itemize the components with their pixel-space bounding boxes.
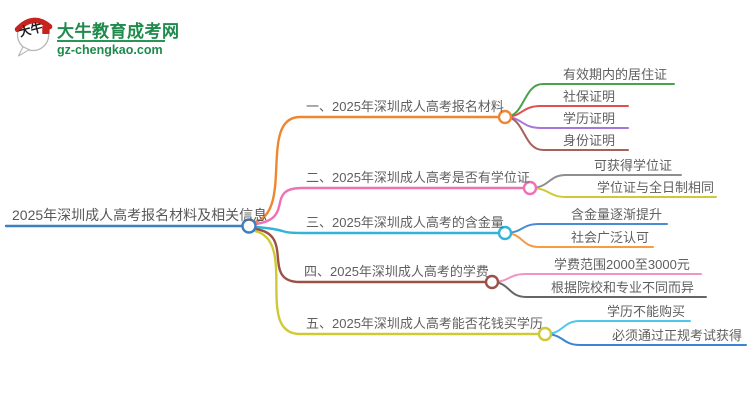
branch-1-node-circle — [497, 109, 513, 125]
branch-3-node-circle — [497, 225, 513, 241]
branch-1-sub-1: 有效期内的居住证 — [563, 67, 668, 82]
branch-4-node-circle — [484, 274, 500, 290]
branch-5-sub-1: 学历不能购买 — [607, 304, 686, 319]
branch-5-node-circle — [537, 326, 553, 342]
site-logo: 大牛 大牛教育成考网 gz-chengkao.com — [10, 8, 230, 64]
logo-title: 大牛教育成考网 — [57, 22, 180, 41]
edge-branch-4 — [253, 227, 487, 284]
edge-branch-3 — [254, 225, 500, 235]
logo-icon-text: 大牛 — [18, 20, 45, 39]
root-topic: 2025年深圳成人高考报名材料及相关信息 — [12, 207, 268, 223]
branch-1-sub-3: 学历证明 — [563, 111, 616, 126]
edge-branch-5 — [253, 229, 540, 336]
branch-2-node-circle — [522, 180, 538, 196]
branch-4-sub-1: 学费范围2000至3000元 — [554, 257, 690, 272]
branch-3-topic: 三、2025年深圳成人高考的含金量 — [306, 215, 504, 230]
branch-1-sub-2: 社保证明 — [563, 89, 616, 104]
branch-1-topic: 一、2025年深圳成人高考报名材料 — [306, 99, 504, 114]
root-node-circle — [241, 218, 257, 234]
edge-branch-2 — [253, 186, 525, 226]
branch-2-sub-1: 可获得学位证 — [594, 158, 673, 173]
branch-2-topic: 二、2025年深圳成人高考是否有学位证 — [306, 170, 530, 185]
logo-subtitle: gz-chengkao.com — [57, 43, 163, 57]
branch-1-sub-4: 身份证明 — [563, 133, 616, 148]
branch-2-sub-2: 学位证与全日制相同 — [597, 180, 715, 195]
branch-5-sub-2: 必须通过正规考试获得 — [612, 328, 743, 343]
branch-4-topic: 四、2025年深圳成人高考的学费 — [304, 264, 489, 279]
branch-3-sub-2: 社会广泛认可 — [571, 230, 650, 245]
branch-4-sub-2: 根据院校和专业不同而异 — [551, 280, 695, 295]
edge-branch-1 — [253, 115, 500, 224]
branch-3-sub-1: 含金量逐渐提升 — [571, 207, 663, 222]
branch-5-topic: 五、2025年深圳成人高考能否花钱买学历 — [306, 316, 543, 331]
logo-divider — [57, 40, 165, 42]
logo-bubble-icon: 大牛 — [14, 17, 53, 57]
